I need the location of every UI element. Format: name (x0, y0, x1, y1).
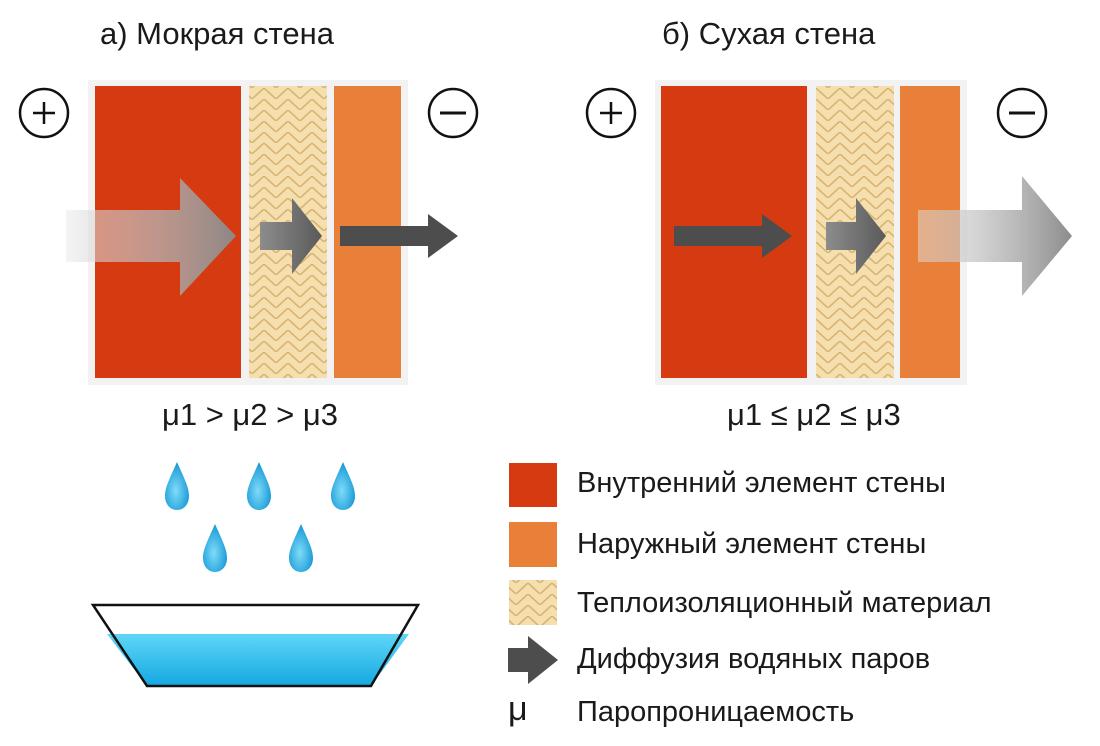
legend-label-permeability: Паропроницаемость (577, 696, 855, 728)
medium-vapor-arrow-icon (826, 198, 886, 274)
water-bowl-icon (90, 603, 421, 688)
legend-swatch-insulation (509, 580, 557, 625)
small-vapor-arrow-icon (674, 214, 792, 258)
legend-label-insulation: Теплоизоляционный материал (577, 587, 992, 619)
wet-wall-title: а) Мокрая стена (100, 16, 334, 51)
legend-label-diffusion: Диффузия водяных паров (577, 643, 931, 675)
water-drop-icon (289, 524, 313, 572)
plus-circle-icon (585, 87, 637, 139)
legend-swatch-outer (509, 522, 557, 567)
medium-vapor-arrow-icon (260, 198, 322, 274)
large-vapor-arrow-icon (66, 178, 236, 296)
legend-swatch-inner (509, 463, 557, 507)
water-drops (165, 462, 355, 572)
legend-label-outer: Наружный элемент стены (577, 528, 927, 560)
dry-wall-diagram (585, 80, 1072, 385)
legend-label-inner: Внутренний элемент стены (577, 467, 946, 499)
water-drop-icon (165, 462, 189, 510)
plus-circle-icon (18, 87, 70, 139)
legend-arrow-icon (508, 636, 558, 684)
minus-circle-icon (427, 87, 479, 139)
small-vapor-arrow-icon (340, 214, 458, 258)
wet-wall-relation: μ1 > μ2 > μ3 (162, 397, 338, 432)
wet-wall-diagram (18, 80, 479, 385)
water-drop-icon (331, 462, 355, 510)
legend-mu-symbol: μ (508, 690, 528, 728)
dry-wall-title: б) Сухая стена (662, 16, 876, 51)
water-drop-icon (247, 462, 271, 510)
dry-wall-relation: μ1 ≤ μ2 ≤ μ3 (727, 397, 901, 432)
large-vapor-arrow-icon (918, 176, 1072, 296)
minus-circle-icon (996, 87, 1048, 139)
water-drop-icon (203, 524, 227, 572)
